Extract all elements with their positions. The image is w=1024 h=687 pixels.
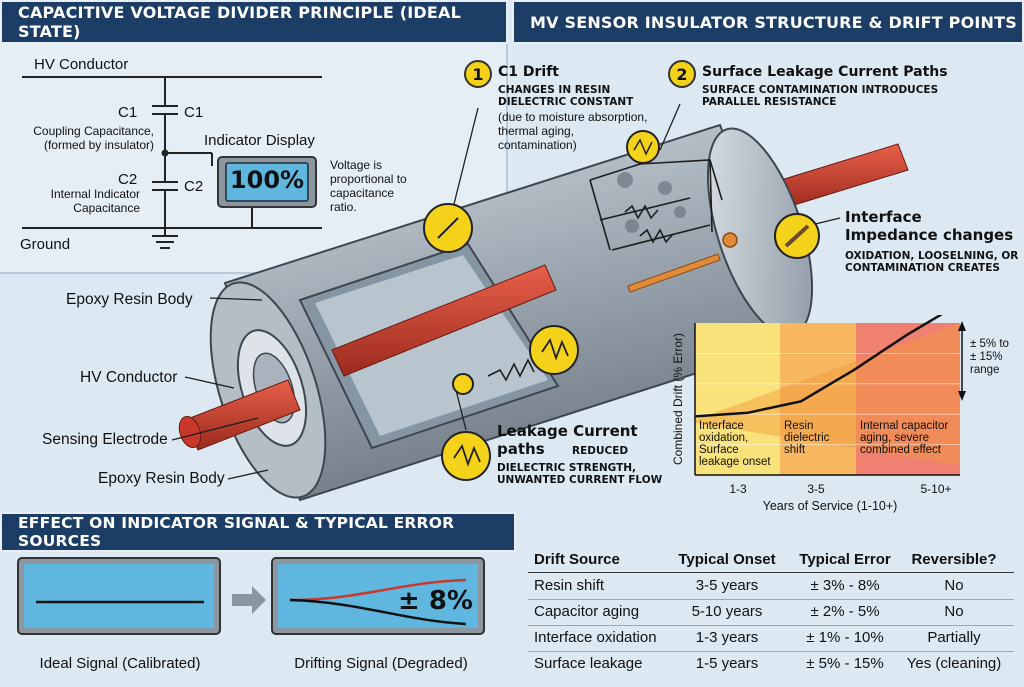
c2-left-label: C2 xyxy=(118,171,138,188)
table-cell: ± 2% - 5% xyxy=(810,603,880,620)
chart-range-note: ± 5% to± 15%range xyxy=(970,338,1009,376)
indicator-display-screen xyxy=(225,162,309,202)
chart-x-tick-label: 3-5 xyxy=(807,482,825,496)
c1-right-label: C1 xyxy=(184,104,204,121)
chart-y-axis-label: Combined Drift (% Error) xyxy=(671,333,685,465)
table-cell: ± 5% - 15% xyxy=(806,655,884,672)
epoxy-bottom-label: Epoxy Resin Body xyxy=(98,470,225,487)
table-cell: Surface leakage xyxy=(534,655,643,672)
table-cell: 3-5 years xyxy=(695,577,759,594)
surface-resistor-network xyxy=(589,159,723,251)
chart-zone xyxy=(780,323,856,475)
table-cell: 1-3 years xyxy=(695,629,759,646)
interface-strip xyxy=(627,253,721,293)
surface-leakage-sub: SURFACE CONTAMINATION INTRODUCES PARALLE… xyxy=(702,84,939,108)
signal-panels xyxy=(17,557,485,635)
table-cell: Yes (cleaning) xyxy=(906,655,1002,672)
c1-description: Coupling Capacitance, (formed by insulat… xyxy=(33,124,154,152)
epoxy-bottom-leader xyxy=(227,469,269,480)
drift-lower-trace xyxy=(289,598,467,626)
chart-uncertainty-band xyxy=(695,323,960,465)
table-cell: ± 3% - 8% xyxy=(810,577,880,594)
c1-drift-sub: CHANGES IN RESIN DIELECTRIC CONSTANT xyxy=(498,84,634,108)
table-cell: Resin shift xyxy=(534,577,605,594)
leakage-leader xyxy=(659,103,681,151)
effect-banner: EFFECT ON INDICATOR SIGNAL & TYPICAL ERR… xyxy=(0,512,516,552)
table-cell: Partially xyxy=(927,629,981,646)
circuit-hv-label: HV Conductor xyxy=(34,56,129,73)
leakage-paths-sub-b: DIELECTRIC STRENGTH, UNWANTED CURRENT FL… xyxy=(497,462,663,486)
chart-zone xyxy=(856,323,960,475)
sensor-illustration xyxy=(171,103,909,502)
interface-sub: OXIDATION, LOOSELNING, OR CONTAMINATION … xyxy=(845,250,1019,274)
chart-x-tick-label: 5-10+ xyxy=(920,482,951,496)
ideal-signal-label: Ideal Signal (Calibrated) xyxy=(39,655,201,672)
leakage-paths-title: Leakage Current paths xyxy=(497,422,638,458)
c2-description: Internal Indicator Capacitance xyxy=(50,187,140,215)
table-header-reversible: Reversible? xyxy=(911,551,997,568)
ideal-signal-screen xyxy=(24,564,214,628)
principle-title: CAPACITIVE VOLTAGE DIVIDER PRINCIPLE (ID… xyxy=(18,3,461,41)
surface-leakage-title: Surface Leakage Current Paths xyxy=(702,64,948,80)
drift-point-markers xyxy=(423,130,820,481)
chart-zone xyxy=(695,323,780,475)
drift-upper-trace xyxy=(289,578,467,602)
error-table xyxy=(528,546,1014,684)
range-arrow-head-down xyxy=(958,391,966,401)
ground-label: Ground xyxy=(20,236,71,253)
chart-x-axis-label: Years of Service (1-10+) xyxy=(763,499,898,513)
c1-drift-title: C1 Drift xyxy=(498,64,559,80)
table-cell: No xyxy=(944,577,964,594)
table-cell: No xyxy=(944,603,964,620)
arrow-right-icon xyxy=(232,586,266,614)
principle-banner: CAPACITIVE VOLTAGE DIVIDER PRINCIPLE (ID… xyxy=(0,0,508,44)
table-cell: Capacitor aging xyxy=(534,603,640,620)
table-header-error: Typical Error xyxy=(799,551,891,568)
table-header-source: Drift Source xyxy=(534,551,620,568)
badge-2: 2 xyxy=(668,60,696,88)
structure-title: MV SENSOR INSULATOR STRUCTURE & DRIFT PO… xyxy=(530,12,1017,32)
leakage-paths-sub-a: REDUCED xyxy=(572,445,629,457)
structure-banner: MV SENSOR INSULATOR STRUCTURE & DRIFT PO… xyxy=(512,0,1024,44)
sensor-hv-label: HV Conductor xyxy=(80,369,178,386)
table-header-onset: Typical Onset xyxy=(678,551,776,568)
c2-right-label: C2 xyxy=(184,178,204,195)
interface-title: Interface Impedance changes xyxy=(845,208,1014,244)
indicator-display-label: Indicator Display xyxy=(204,132,315,149)
table-cell: 5-10 years xyxy=(691,603,763,620)
drift-signal-value: ± 8% xyxy=(398,586,473,616)
effect-title: EFFECT ON INDICATOR SIGNAL & TYPICAL ERR… xyxy=(18,514,455,550)
table-cell: ± 1% - 10% xyxy=(806,629,884,646)
divider-circuit xyxy=(22,76,322,249)
c1-drift-note: (due to moisture absorption, thermal agi… xyxy=(498,110,648,152)
badge-1: 1 xyxy=(464,60,492,88)
epoxy-top-label: Epoxy Resin Body xyxy=(66,291,193,308)
epoxy-top-leader xyxy=(209,297,263,301)
chart-drift-curve xyxy=(694,315,943,418)
drift-signal-label: Drifting Signal (Degraded) xyxy=(294,655,468,672)
sensing-electrode-label: Sensing Electrode xyxy=(42,431,168,448)
drift-signal-screen xyxy=(278,564,478,628)
c1-left-label: C1 xyxy=(118,104,138,121)
table-cell: 1-5 years xyxy=(695,655,759,672)
hv-conductor-leader xyxy=(184,376,235,389)
sensing-electrode-leader xyxy=(171,417,259,441)
voltage-note: Voltage is proportional to capacitance r… xyxy=(330,158,407,214)
inner-conductor xyxy=(331,264,557,377)
range-arrow-head-up xyxy=(958,321,966,331)
indicator-display-value: 100% xyxy=(229,166,305,194)
chart-x-tick-label: 1-3 xyxy=(729,482,747,496)
table-cell: Interface oxidation xyxy=(534,629,657,646)
